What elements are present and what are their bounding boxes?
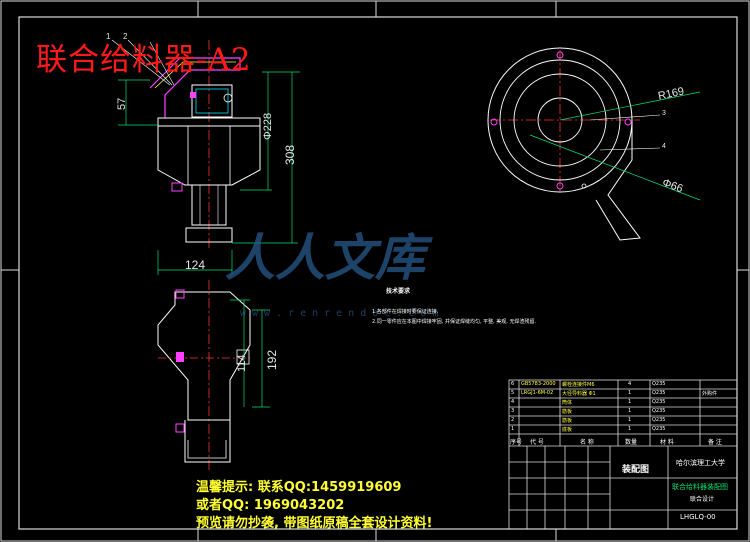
dim-308: 308 (283, 144, 297, 165)
side-view (157, 280, 270, 470)
bom-cell-mat: Q235 (652, 408, 666, 414)
bom-cell-mat: Q235 (652, 390, 666, 396)
dim-124: 124 (185, 258, 206, 272)
balloon-2: 2 (123, 32, 128, 41)
notice-line2: 或者QQ: 1969043202 (196, 498, 345, 513)
bom-cell-code: GB5783-2000 (521, 381, 556, 387)
bom-cell-mat: Q235 (652, 399, 666, 405)
balloon-3: 3 (662, 110, 666, 117)
bom-header-mat: 材 料 (660, 439, 674, 446)
front-view (118, 40, 300, 275)
bom-cell-no: 1 (511, 426, 515, 432)
tech-req-heading: 技术要求 (386, 288, 411, 295)
bom-header-no: 序号 (510, 439, 523, 446)
balloon-4: 4 (662, 143, 666, 150)
notice-line1: 温馨提示: 联系QQ:1459919609 (196, 480, 402, 495)
bom-cell-qty: 1 (628, 408, 632, 414)
tech-req-line1: 1.各部件在焊接时要保证连接. (372, 309, 439, 315)
drawing-number: LHGLQ-00 (680, 513, 716, 521)
bom-cell-qty: 1 (628, 417, 632, 423)
bom-cell-no: 6 (511, 381, 515, 387)
bom-cell-mat: Q235 (652, 426, 666, 432)
balloon-leaders (111, 39, 175, 86)
bom-cell-mat: Q235 (652, 417, 666, 423)
design-label: 联合设计 (690, 496, 715, 503)
bom-cell-qty: 4 (628, 381, 632, 387)
top-view (487, 47, 701, 241)
bom-header-qty: 数量 (625, 439, 638, 446)
bom-cell-qty: 1 (628, 426, 632, 432)
bom-cell-code: LRGJ1-6M-02 (521, 390, 554, 396)
bom-cell-name: 筒体 (562, 400, 573, 406)
dim-57: 57 (116, 97, 128, 110)
notice-line3: 预览请勿抄袭, 带图纸原稿全套设计资料! (196, 516, 433, 531)
bom-cell-name: 底板 (562, 427, 573, 433)
balloon-1: 1 (106, 32, 111, 41)
bom-cell-qty: 1 (628, 390, 632, 396)
bom-cell-no: 4 (511, 399, 515, 405)
bom-cell-name: 筋板 (562, 409, 573, 415)
school-name: 哈尔滨理工大学 (676, 459, 725, 467)
bom-cell-mat: Q235 (652, 381, 666, 387)
tech-req-line2: 2.同一零件应在本图中焊接牢固, 并保证焊缝均匀, 平整, 美观, 无焊渣残留. (372, 319, 537, 325)
dim-192: 192 (265, 349, 279, 370)
bom-header-name: 名 称 (580, 439, 594, 446)
watermark-text: 人人文库 (225, 229, 425, 287)
bom-header-note: 备 注 (708, 439, 722, 446)
bom-cell-note: 外购件 (702, 391, 718, 397)
bom-header-code: 代 号 (530, 439, 544, 446)
watermark-url: www.renrendoc.com (240, 308, 445, 319)
bom-cell-name: 螺栓连接件M6 (562, 382, 595, 388)
dim-114: 114 (236, 354, 248, 372)
dim-228: Φ228 (262, 112, 274, 140)
drawing-title: 联合给料器-A2 (36, 42, 252, 78)
product-name: 联合给料器装配图 (672, 483, 728, 491)
bom-cell-name: 筋板 (562, 418, 573, 424)
bom-cell-no: 2 (511, 417, 515, 423)
drawing-name: 装配图 (622, 465, 650, 475)
title-block (508, 379, 738, 530)
inner-frame (18, 16, 738, 530)
bom-cell-no: 3 (511, 408, 515, 414)
bom-cell-name: 大径导料器 Φ1 (562, 391, 596, 397)
bom-cell-no: 5 (511, 390, 515, 396)
bom-cell-qty: 1 (628, 399, 632, 405)
